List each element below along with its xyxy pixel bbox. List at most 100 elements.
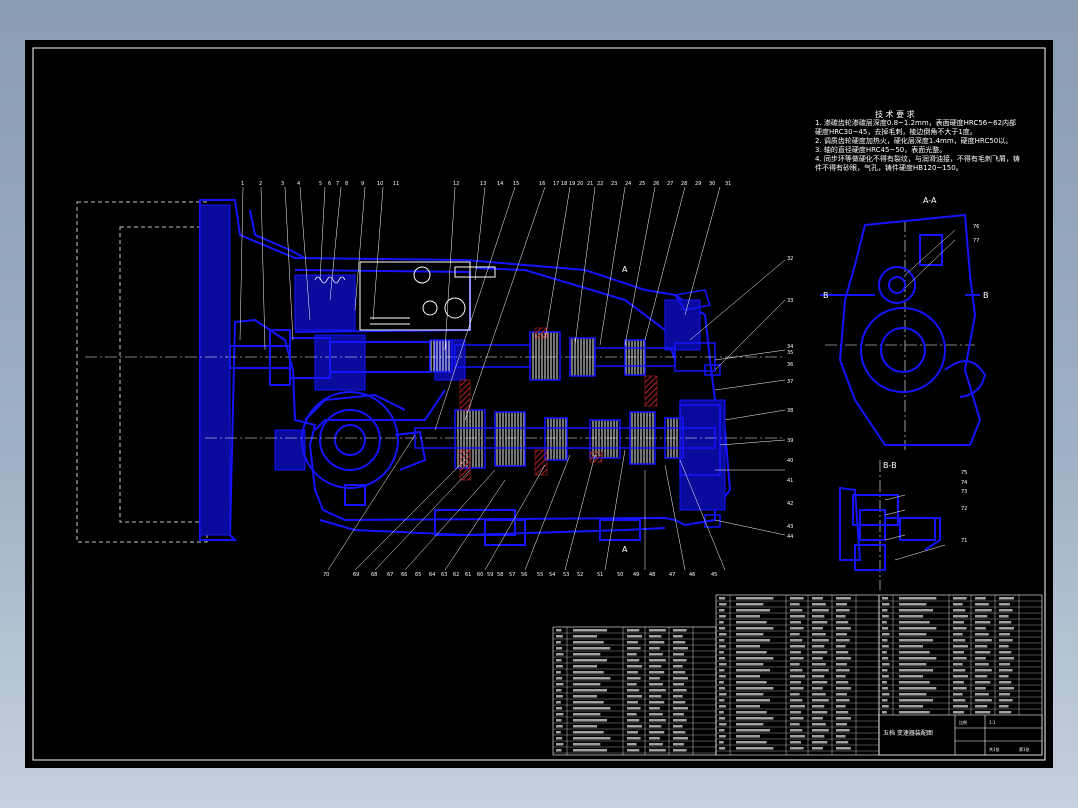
cad-drawing-canvas[interactable]: 1 2 3 4 5 6 7 8 9 10 11 12 13 14 15 16 1… (25, 40, 1053, 768)
bom-entry-smudge (736, 597, 774, 600)
bom-entry-smudge (975, 657, 986, 660)
bom-entry-smudge (836, 627, 851, 630)
callout: 11 (393, 181, 399, 187)
callout: 40 (787, 458, 793, 464)
tech-note-line: 1. 渗碳齿轮渗碳层深度0.8~1.2mm，表面硬度HRC56~62内部 (815, 119, 1017, 127)
callout: 30 (709, 181, 715, 187)
bom-entry-smudge (556, 629, 562, 632)
bom-entry-smudge (999, 675, 1009, 678)
callout: 23 (611, 181, 617, 187)
parts-list-text (556, 597, 1014, 752)
bom-entry-smudge (719, 669, 725, 672)
bom-entry-smudge (673, 635, 683, 638)
bom-entry-smudge (790, 729, 803, 732)
bom-entry-smudge (836, 603, 847, 606)
rear-cover (673, 289, 721, 528)
bom-entry-smudge (573, 707, 611, 710)
bom-entry-smudge (790, 723, 800, 726)
title-block (878, 714, 1043, 756)
callout: 5 (319, 181, 322, 187)
bom-entry-smudge (812, 663, 826, 666)
section-label-bb: B-B (883, 461, 897, 470)
callout: 31 (725, 181, 731, 187)
callout: 27 (667, 181, 673, 187)
bom-entry-smudge (899, 651, 930, 654)
bom-entry-smudge (882, 651, 887, 654)
bom-entry-smudge (999, 621, 1012, 624)
callout: 25 (639, 181, 645, 187)
bom-entry-smudge (975, 603, 989, 606)
callout: 22 (597, 181, 603, 187)
bom-entry-smudge (673, 653, 684, 656)
scale-value: 1:1 (989, 720, 996, 725)
bom-entry-smudge (790, 693, 800, 696)
bom-entry-smudge (899, 675, 923, 678)
bom-entry-smudge (649, 749, 666, 752)
bom-entry-smudge (673, 731, 686, 734)
callout: 62 (453, 572, 459, 578)
cut-marker-b-left: B (823, 291, 829, 300)
bom-entry-smudge (627, 665, 642, 668)
detent-spring (314, 276, 346, 284)
bom-entry-smudge (673, 683, 684, 686)
bom-entry-smudge (673, 629, 687, 632)
bom-entry-smudge (882, 621, 887, 624)
bom-entry-smudge (627, 737, 641, 740)
bom-entry-smudge (719, 615, 726, 618)
bom-entry-smudge (719, 621, 724, 624)
bom-entry-smudge (882, 597, 889, 600)
bom-entry-smudge (790, 663, 800, 666)
bom-entry-smudge (790, 747, 804, 750)
bom-entry-smudge (719, 675, 726, 678)
bom-entry-smudge (556, 683, 564, 686)
bom-entry-smudge (975, 645, 988, 648)
bom-entry-smudge (812, 627, 823, 630)
bom-entry-smudge (882, 711, 887, 714)
bom-entry-smudge (673, 671, 686, 674)
bom-entry-smudge (975, 675, 988, 678)
bom-entry-smudge (719, 717, 726, 720)
bom-entry-smudge (719, 735, 726, 738)
tech-note-line: 4. 同步环等做硬化不得有裂纹，与润滑油接，不得有毛刺飞屑，铸 (815, 155, 1020, 163)
upper-shaft-gears (429, 331, 716, 381)
bom-entry-smudge (882, 675, 889, 678)
bom-entry-smudge (790, 603, 800, 606)
bom-entry-smudge (975, 705, 988, 708)
bom-entry-smudge (999, 693, 1010, 696)
callout: 38 (787, 408, 793, 414)
bom-entry-smudge (719, 699, 725, 702)
bom-entry-smudge (899, 633, 927, 636)
callout: 17 (553, 181, 559, 187)
bom-entry-smudge (556, 689, 562, 692)
bom-entry-smudge (975, 693, 989, 696)
tech-notes: 技 术 要 求 1. 渗碳齿轮渗碳层深度0.8~1.2mm，表面硬度HRC56~… (815, 110, 1020, 173)
bom-entry-smudge (790, 681, 801, 684)
bom-entry-smudge (649, 647, 660, 650)
callout: 35 (787, 350, 793, 356)
bom-entry-smudge (899, 693, 927, 696)
drawing-name: 五档 变速器装配图 (883, 729, 933, 737)
callout: 64 (429, 572, 435, 578)
bom-entry-smudge (812, 675, 825, 678)
bom-entry-smudge (953, 651, 964, 654)
bom-entry-smudge (899, 687, 937, 690)
callout: 56 (521, 572, 527, 578)
callout: 57 (509, 572, 515, 578)
bom-entry-smudge (899, 597, 937, 600)
callout: 4 (297, 181, 300, 187)
bom-entry-smudge (736, 627, 774, 630)
callout: 49 (633, 572, 639, 578)
bom-entry-smudge (812, 735, 825, 738)
bom-entry-smudge (736, 711, 767, 714)
bom-entry-smudge (573, 689, 607, 692)
bom-entry-smudge (719, 633, 727, 636)
bom-entry-smudge (999, 639, 1013, 642)
bom-entry-smudge (953, 675, 968, 678)
bom-entry-smudge (627, 719, 640, 722)
bom-entry-smudge (999, 633, 1010, 636)
bom-entry-smudge (719, 741, 724, 744)
bom-entry-smudge (719, 651, 724, 654)
bom-entry-smudge (999, 657, 1014, 660)
bom-entry-smudge (812, 717, 823, 720)
callout: 54 (549, 572, 555, 578)
